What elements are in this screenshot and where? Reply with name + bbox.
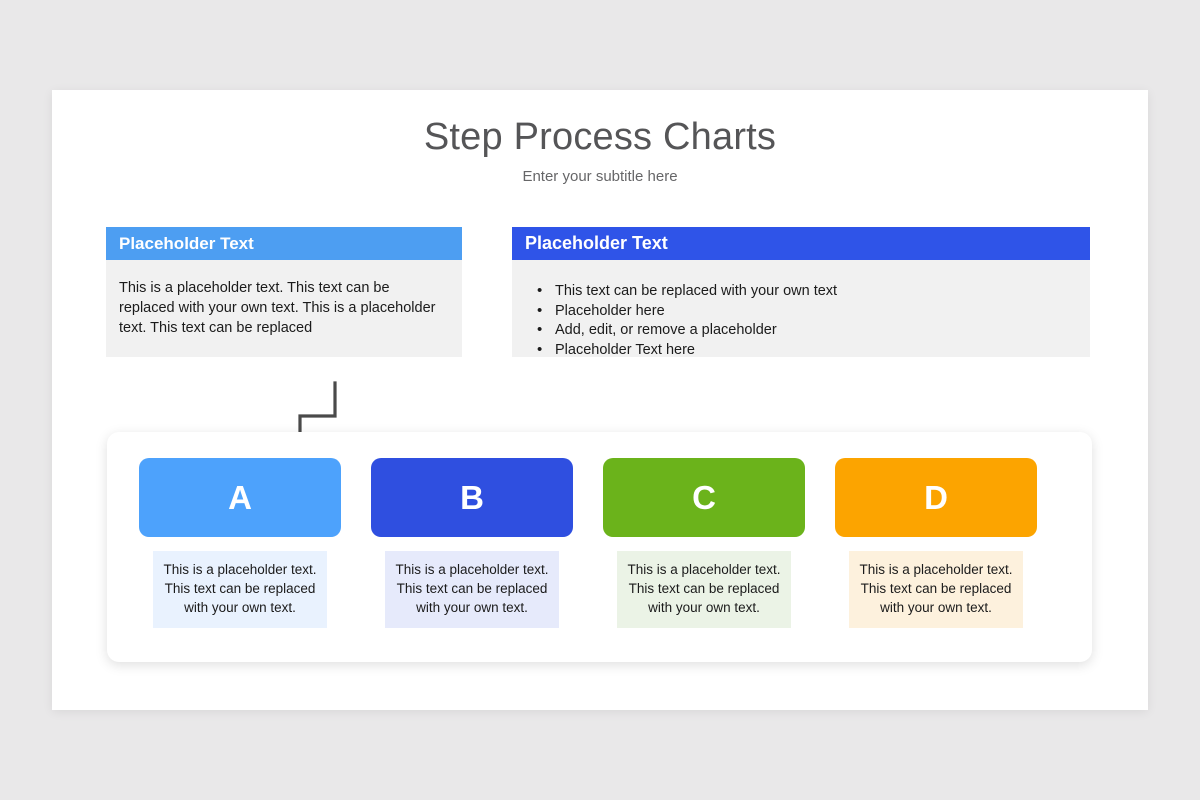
info-panel-right-bullet-list: This text can be replaced with your own … xyxy=(532,281,1076,361)
info-panel-left-body: This is a placeholder text. This text ca… xyxy=(106,260,462,357)
step-caption-a: This is a placeholder text. This text ca… xyxy=(153,551,327,628)
step-caption-c: This is a placeholder text. This text ca… xyxy=(617,551,791,628)
step-a[interactable]: A This is a placeholder text. This text c… xyxy=(139,458,341,628)
step-c[interactable]: C This is a placeholder text. This text c… xyxy=(603,458,805,628)
bullet-item: Placeholder Text here xyxy=(532,340,1076,361)
step-caption-d: This is a placeholder text. This text ca… xyxy=(849,551,1023,628)
page-title: Step Process Charts xyxy=(423,116,777,158)
info-panel-left-heading: Placeholder Text xyxy=(106,227,462,260)
step-badge-a[interactable]: A xyxy=(139,458,341,537)
step-badge-b[interactable]: B xyxy=(371,458,573,537)
bullet-item: Placeholder here xyxy=(532,301,1076,322)
step-badge-d[interactable]: D xyxy=(835,458,1037,537)
bullet-item: Add, edit, or remove a placeholder xyxy=(532,320,1076,341)
info-panel-right-heading: Placeholder Text xyxy=(512,227,1090,260)
info-panel-left-paragraph: This is a placeholder text. This text ca… xyxy=(119,280,436,336)
steps-container: A This is a placeholder text. This text c… xyxy=(107,432,1092,662)
steps-row: A This is a placeholder text. This text c… xyxy=(139,458,1060,628)
page-subtitle: Enter your subtitle here xyxy=(522,168,678,185)
step-badge-c[interactable]: C xyxy=(603,458,805,537)
step-d[interactable]: D This is a placeholder text. This text c… xyxy=(835,458,1037,628)
info-panel-right-body: This text can be replaced with your own … xyxy=(512,260,1090,361)
bullet-item: This text can be replaced with your own … xyxy=(532,281,1076,302)
step-b[interactable]: B This is a placeholder text. This text c… xyxy=(371,458,573,628)
step-caption-b: This is a placeholder text. This text ca… xyxy=(385,551,559,628)
slide-canvas: Step Process Charts Enter your subtitle … xyxy=(52,90,1148,710)
info-panel-right[interactable]: Placeholder Text This text can be replac… xyxy=(512,227,1090,361)
info-panel-left[interactable]: Placeholder Text This is a placeholder t… xyxy=(106,227,462,357)
